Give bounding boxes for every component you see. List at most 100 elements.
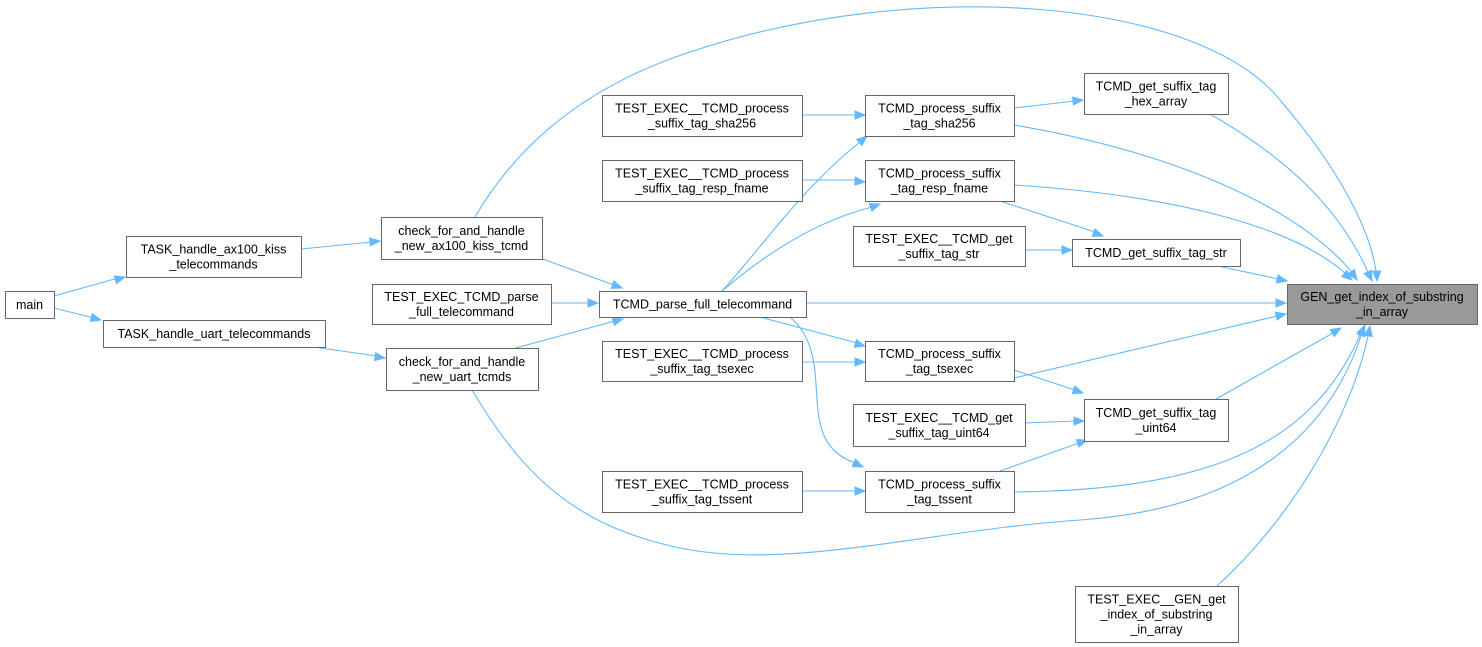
edge-main-to-task_ax100 — [53, 275, 127, 297]
node-label-line: TCMD_process_suffix — [878, 102, 1001, 116]
node-label-line: _telecommands — [168, 258, 257, 272]
node-label-line: _full_telecommand — [408, 305, 514, 319]
node-label-line: check_for_and_handle — [399, 355, 526, 369]
edge-line — [721, 141, 861, 292]
node-parse[interactable]: TCMD_parse_full_telecommand — [599, 291, 807, 318]
edge-test_gen-to-gen — [1216, 324, 1373, 587]
edge-get_str-to-gen — [1217, 265, 1289, 284]
edge-main-to-task_uart — [53, 307, 103, 323]
node-get-u64[interactable]: TCMD_get_suffix_tag_uint64 — [1084, 399, 1229, 442]
edge-get_hex-to-gen — [1209, 113, 1373, 283]
node-test-gen[interactable]: TEST_EXEC__GEN_get_index_of_substring_in… — [1075, 586, 1239, 643]
arrowhead — [1347, 268, 1358, 282]
node-box — [853, 226, 1026, 267]
node-task-ax100[interactable]: TASK_handle_ax100_kiss_telecommands — [126, 236, 302, 278]
edge-parse-to-gen — [806, 298, 1288, 308]
node-box — [602, 95, 803, 137]
edges — [53, 6, 1382, 587]
node-box — [865, 160, 1015, 202]
edge-line — [999, 442, 1080, 472]
edge-line — [1013, 369, 1076, 391]
arrowhead — [373, 351, 387, 362]
node-get-hex[interactable]: TCMD_get_suffix_tag_hex_array — [1084, 73, 1229, 115]
arrowhead — [1275, 298, 1288, 308]
node-label-line: _hex_array — [1124, 95, 1188, 109]
node-label-line: TCMD_get_suffix_tag — [1096, 80, 1217, 94]
node-test-get-u64[interactable]: TEST_EXEC__TCMD_get_suffix_tag_uint64 — [853, 404, 1026, 447]
node-label-line: _suffix_tag_tssent — [651, 493, 753, 507]
arrowhead — [854, 357, 867, 367]
node-label-line: _index_of_substring — [1100, 608, 1213, 622]
node-box — [372, 284, 552, 325]
arrowhead — [851, 458, 865, 468]
node-test-tsexec[interactable]: TEST_EXEC__TCMD_process_suffix_tag_tsexe… — [602, 341, 803, 382]
node-label-line: TEST_EXEC__TCMD_process — [615, 167, 789, 181]
node-label-line: TEST_EXEC__TCMD_get — [865, 411, 1013, 425]
arrowhead — [854, 110, 867, 120]
node-check-ax100[interactable]: check_for_and_handle_new_ax100_kiss_tcmd — [381, 217, 543, 260]
node-label-line: TCMD_process_suffix — [878, 478, 1001, 492]
node-gen[interactable]: GEN_get_index_of_substring_in_array — [1287, 284, 1478, 325]
node-task-uart[interactable]: TASK_handle_uart_telecommands — [103, 320, 326, 348]
node-label-line: TCMD_parse_full_telecommand — [613, 298, 792, 312]
edge-proc_tsexec-to-get_u64 — [1013, 369, 1085, 395]
node-test-resp[interactable]: TEST_EXEC__TCMD_process_suffix_tag_resp_… — [602, 160, 803, 202]
arrowhead — [853, 338, 867, 348]
edge-line — [471, 335, 1362, 556]
node-box — [1084, 73, 1229, 115]
node-proc-tsexec[interactable]: TCMD_process_suffix_tag_tsexec — [865, 341, 1015, 382]
arrowhead — [855, 135, 869, 147]
edge-line — [539, 257, 615, 286]
edge-line — [474, 6, 1377, 272]
node-main[interactable]: main — [5, 291, 55, 319]
edge-check_uart-to-parse — [511, 317, 625, 350]
node-label-line: _uint64 — [1134, 421, 1176, 435]
edge-proc_sha-to-gen — [1013, 124, 1358, 282]
node-label-line: TEST_EXEC__GEN_get — [1087, 593, 1226, 607]
node-test-sha[interactable]: TEST_EXEC__TCMD_process_suffix_tag_sha25… — [602, 95, 803, 137]
node-box — [865, 471, 1015, 513]
edge-proc_sha-to-get_hex — [1013, 96, 1085, 109]
edge-line — [1013, 334, 1361, 493]
arrowhead — [587, 298, 600, 308]
arrowhead — [868, 203, 882, 213]
edge-test_parse-to-parse — [551, 298, 600, 308]
node-test-tssent[interactable]: TEST_EXEC__TCMD_process_suffix_tag_tssen… — [602, 471, 803, 513]
edge-line — [1209, 113, 1369, 273]
node-label-line: TEST_EXEC__TCMD_process — [615, 478, 789, 492]
node-label-line: TASK_handle_uart_telecommands — [118, 327, 311, 341]
edge-get_u64-to-gen — [1215, 327, 1343, 400]
node-label-line: TEST_EXEC__TCMD_process — [615, 102, 789, 116]
edge-proc_resp-to-gen — [1013, 184, 1354, 281]
arrowhead — [1340, 269, 1354, 281]
node-label-line: _in_array — [1355, 305, 1409, 319]
arrowhead — [369, 237, 382, 247]
arrowhead — [1363, 324, 1373, 338]
node-get-str[interactable]: TCMD_get_suffix_tag_str — [1072, 239, 1241, 267]
edge-task_ax100-to-check_ax100 — [300, 237, 382, 250]
arrowhead — [611, 317, 625, 327]
edge-parse-to-proc_sha — [721, 135, 869, 292]
node-proc-tssent[interactable]: TCMD_process_suffix_tag_tssent — [865, 471, 1015, 513]
arrowhead — [854, 486, 867, 496]
node-proc-sha[interactable]: TCMD_process_suffix_tag_sha256 — [865, 95, 1015, 137]
node-box — [381, 217, 543, 260]
node-label-line: TCMD_process_suffix — [878, 347, 1001, 361]
node-proc-resp[interactable]: TCMD_process_suffix_tag_resp_fname — [865, 160, 1015, 202]
node-test-get-str[interactable]: TEST_EXEC__TCMD_get_suffix_tag_str — [853, 226, 1026, 267]
edge-check_ax100-to-gen — [474, 6, 1382, 283]
edge-line — [1013, 315, 1278, 379]
node-check-uart[interactable]: check_for_and_handle_new_uart_tcmds — [386, 348, 539, 391]
edge-line — [1013, 184, 1346, 274]
node-label-line: _suffix_tag_sha256 — [647, 117, 756, 131]
node-label-line: _suffix_tag_uint64 — [887, 426, 989, 440]
edge-proc_tsexec-to-gen — [1013, 311, 1288, 379]
edge-line — [759, 316, 858, 344]
edge-proc_tssent-to-gen — [1013, 323, 1366, 493]
edge-parse-to-proc_tssent — [789, 316, 865, 468]
arrowhead — [1275, 274, 1289, 284]
node-test-parse[interactable]: TEST_EXEC_TCMD_parse_full_telecommand — [372, 284, 552, 325]
node-box — [1084, 399, 1229, 442]
node-label-line: _new_uart_tcmds — [412, 370, 512, 384]
